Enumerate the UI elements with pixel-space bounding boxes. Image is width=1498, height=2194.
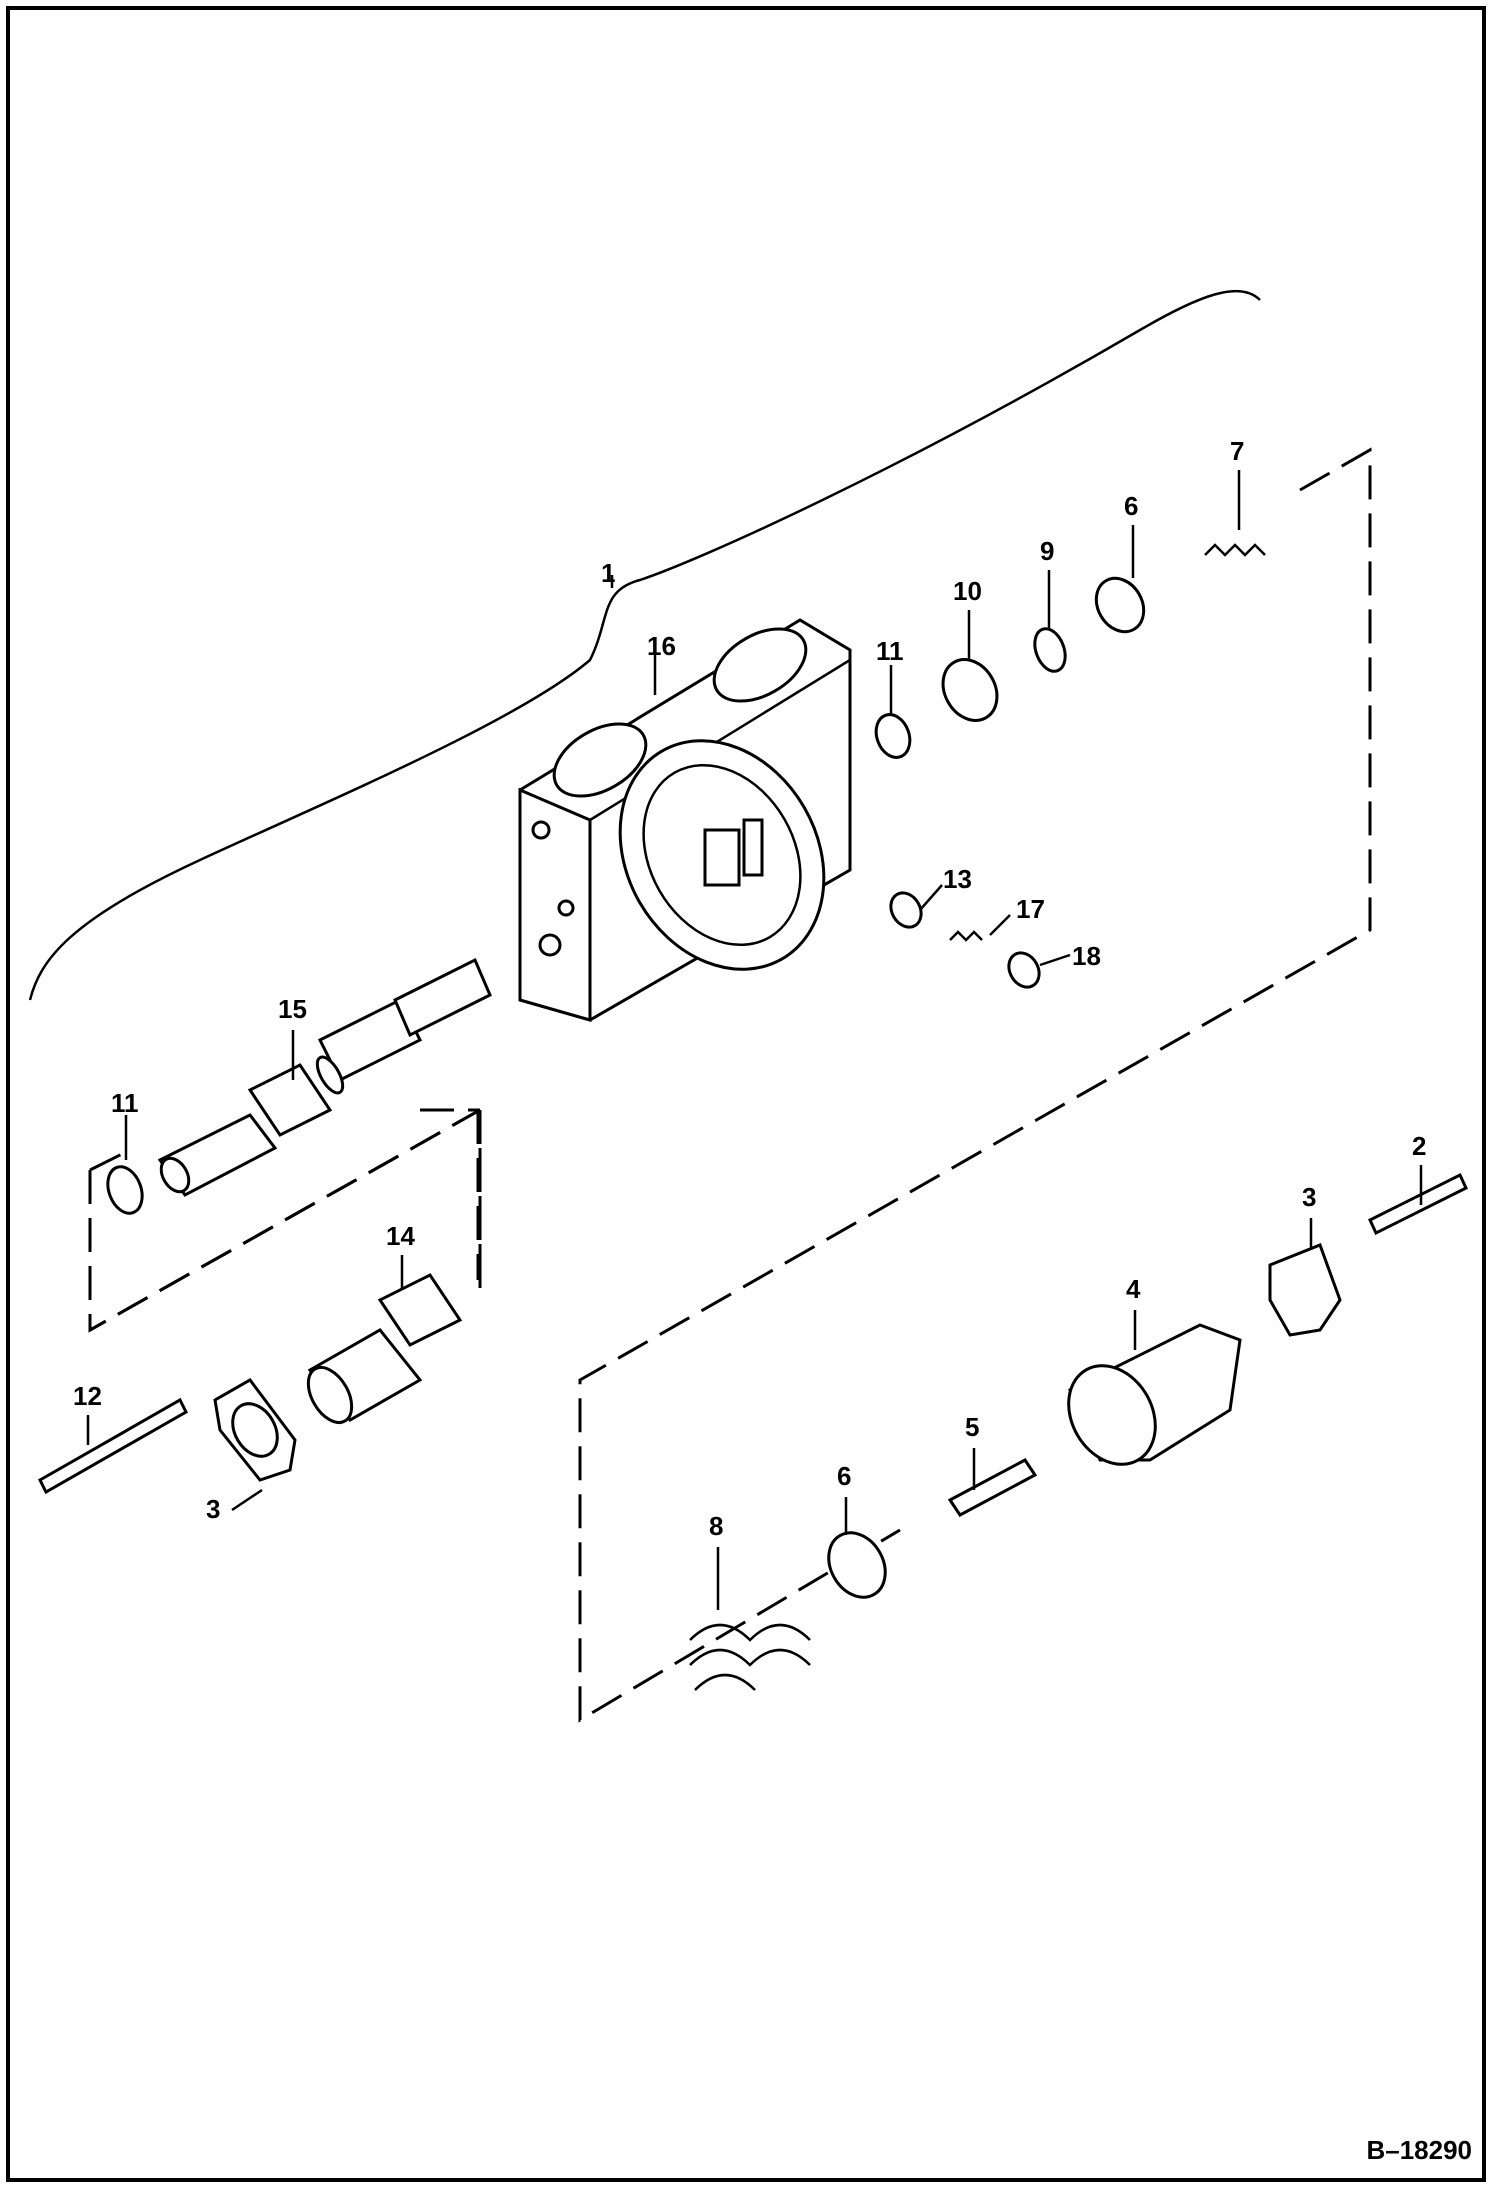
callout-4: 4	[1126, 1274, 1141, 1304]
callout-7: 7	[1230, 436, 1244, 466]
spring-7	[1204, 543, 1266, 557]
callout-6-bottom: 6	[837, 1461, 851, 1491]
retainer-6-top	[1094, 576, 1146, 634]
retainer-6-bottom	[827, 1531, 887, 1599]
callout-3-right: 3	[1302, 1182, 1316, 1212]
callout-10: 10	[953, 576, 982, 606]
leader-17	[989, 914, 1011, 936]
plug-13	[889, 891, 923, 929]
callout-6-top: 6	[1124, 491, 1138, 521]
spring-17	[949, 930, 983, 942]
dashed-assembly-line-left-box	[88, 1108, 482, 1333]
flange-3-right	[1268, 1243, 1342, 1337]
callout-13: 13	[943, 864, 972, 894]
callout-12: 12	[73, 1381, 102, 1411]
o-ring-9	[1033, 627, 1067, 673]
callout-15: 15	[278, 994, 307, 1024]
assembly-bracket	[28, 289, 1261, 1001]
plug-10	[941, 658, 999, 722]
seal-ring-left	[106, 1165, 144, 1215]
spool	[157, 957, 492, 1197]
leader-13	[919, 884, 943, 911]
seal-ring-11-right	[874, 713, 912, 759]
callout-11-right: 11	[876, 636, 904, 666]
callout-14: 14	[386, 1221, 415, 1251]
callout-1: 1	[601, 558, 615, 588]
callout-11-left: 11	[111, 1088, 139, 1118]
callout-18: 18	[1072, 941, 1101, 971]
dashed-assembly-line-right	[578, 447, 1372, 1723]
pin-5	[947, 1458, 1038, 1517]
leader-3-left	[231, 1488, 263, 1512]
callout-17: 17	[1016, 894, 1045, 924]
callout-9: 9	[1040, 536, 1054, 566]
figure-id: B–18290	[1366, 2135, 1472, 2165]
leader-18	[1039, 953, 1071, 967]
spool-cap	[306, 1273, 463, 1424]
spring-8	[689, 1623, 811, 1691]
check-18	[1007, 951, 1041, 989]
diagram-frame	[6, 6, 1486, 2182]
housing-4-bore	[1067, 1364, 1157, 1466]
callout-3-left: 3	[206, 1494, 220, 1524]
bolt-2	[1368, 1172, 1468, 1236]
valve-body	[518, 618, 852, 1022]
callout-5: 5	[965, 1412, 979, 1442]
callout-8: 8	[709, 1511, 723, 1541]
flange-left-bore	[231, 1402, 279, 1458]
callout-16: 16	[647, 631, 676, 661]
bolt-left	[38, 1397, 188, 1495]
callout-2: 2	[1412, 1131, 1426, 1161]
